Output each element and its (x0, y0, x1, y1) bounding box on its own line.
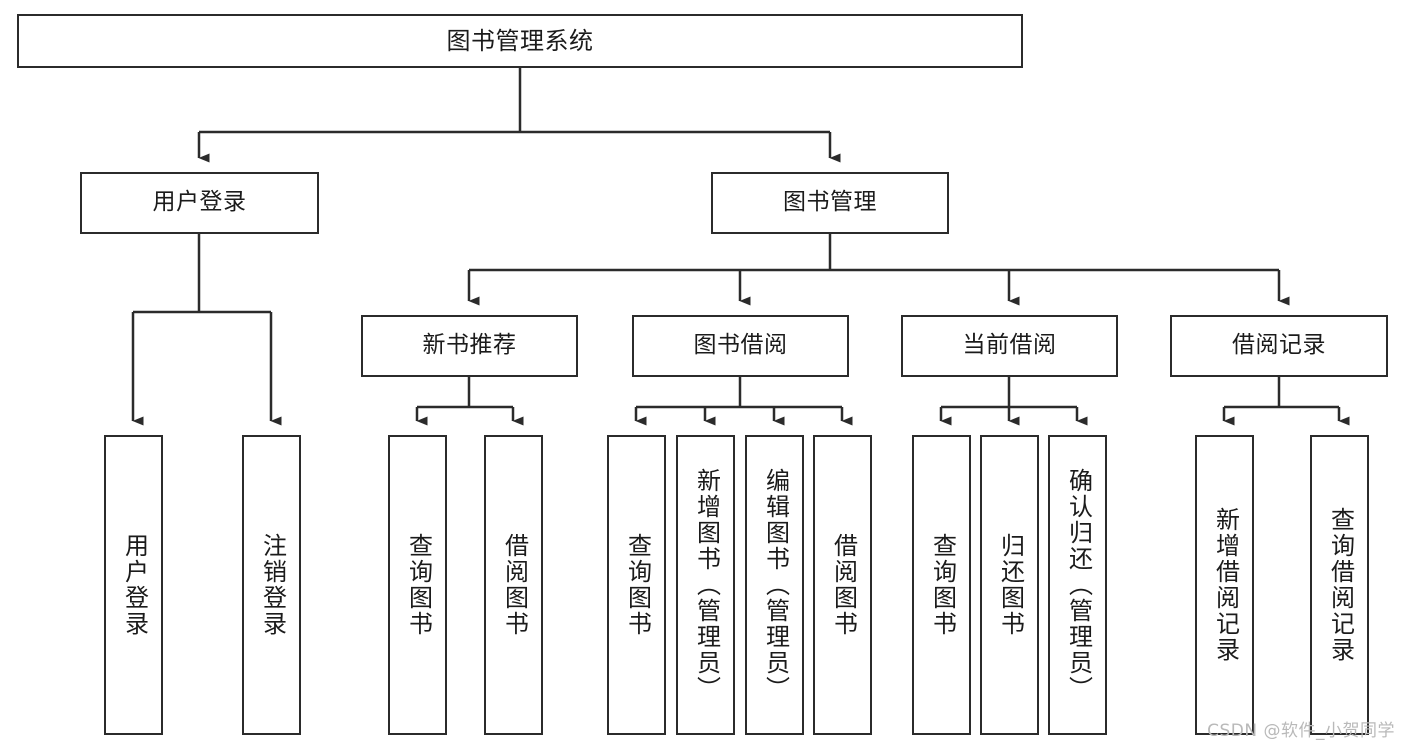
node-leaf-confirm-return[interactable]: 确认归还（管理员） (1048, 435, 1107, 735)
node-current-borrow[interactable]: 当前借阅 (901, 315, 1118, 377)
node-leaf-user-login-label: 用户登录 (120, 533, 149, 637)
node-leaf-query-book-2-label: 查询图书 (623, 533, 652, 637)
node-user-login-label: 用户登录 (152, 189, 247, 216)
node-borrow-record-label: 借阅记录 (1232, 332, 1326, 359)
node-leaf-edit-book[interactable]: 编辑图书（管理员） (745, 435, 804, 735)
node-leaf-borrow-book-1-label: 借阅图书 (500, 533, 529, 637)
node-leaf-query-book-2[interactable]: 查询图书 (607, 435, 666, 735)
node-leaf-borrow-book-2-label: 借阅图书 (829, 533, 858, 637)
node-leaf-add-book-label: 新增图书（管理员） (692, 468, 721, 702)
node-leaf-confirm-return-label: 确认归还（管理员） (1064, 468, 1093, 702)
node-borrow-record[interactable]: 借阅记录 (1170, 315, 1388, 377)
node-new-book-recommend-label: 新书推荐 (422, 332, 517, 359)
node-leaf-add-record[interactable]: 新增借阅记录 (1195, 435, 1254, 735)
node-leaf-query-book-1-label: 查询图书 (404, 533, 433, 637)
node-leaf-query-book-3-label: 查询图书 (928, 533, 957, 637)
node-leaf-logout-login[interactable]: 注销登录 (242, 435, 301, 735)
node-leaf-add-record-label: 新增借阅记录 (1211, 507, 1240, 663)
watermark: CSDN @软件_小贺同学 (1207, 721, 1395, 741)
node-root-label: 图书管理系统 (446, 26, 594, 55)
node-leaf-query-record[interactable]: 查询借阅记录 (1310, 435, 1369, 735)
node-current-borrow-label: 当前借阅 (962, 332, 1057, 359)
node-leaf-query-book-1[interactable]: 查询图书 (388, 435, 447, 735)
node-book-borrow[interactable]: 图书借阅 (632, 315, 849, 377)
node-book-manage[interactable]: 图书管理 (711, 172, 949, 234)
node-root[interactable]: 图书管理系统 (17, 14, 1023, 68)
node-leaf-return-book-label: 归还图书 (996, 533, 1025, 637)
node-leaf-borrow-book-1[interactable]: 借阅图书 (484, 435, 543, 735)
node-user-login[interactable]: 用户登录 (80, 172, 319, 234)
node-leaf-logout-login-label: 注销登录 (258, 533, 287, 637)
node-leaf-add-book[interactable]: 新增图书（管理员） (676, 435, 735, 735)
node-leaf-query-record-label: 查询借阅记录 (1326, 507, 1355, 663)
node-book-manage-label: 图书管理 (783, 189, 877, 216)
node-new-book-recommend[interactable]: 新书推荐 (361, 315, 578, 377)
node-leaf-borrow-book-2[interactable]: 借阅图书 (813, 435, 872, 735)
node-leaf-query-book-3[interactable]: 查询图书 (912, 435, 971, 735)
node-leaf-edit-book-label: 编辑图书（管理员） (761, 468, 790, 702)
node-leaf-user-login[interactable]: 用户登录 (104, 435, 163, 735)
node-leaf-return-book[interactable]: 归还图书 (980, 435, 1039, 735)
node-book-borrow-label: 图书借阅 (693, 332, 788, 359)
